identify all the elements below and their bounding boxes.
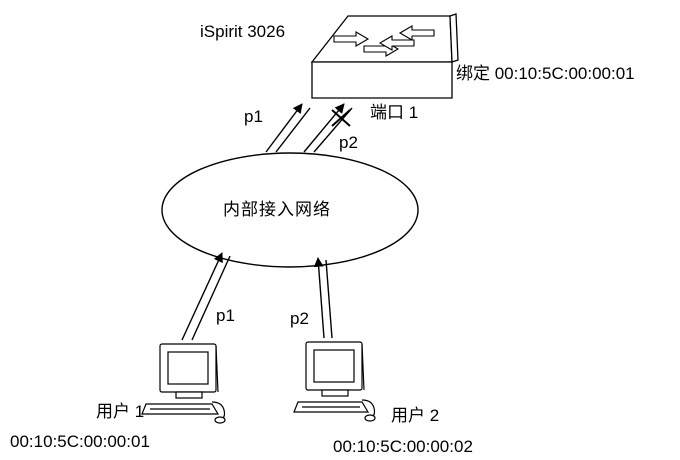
- switch-model-label: iSpirit 3026: [200, 22, 286, 41]
- user1-name: 用户 1: [96, 402, 145, 421]
- lower-links: [181, 252, 333, 341]
- lower-p1-label: p1: [216, 306, 235, 325]
- user2-mac: 00:10:5C:00:00:02: [333, 437, 473, 456]
- network-cloud: [161, 152, 419, 268]
- computer-icon-user1: [141, 343, 226, 424]
- upper-links: [265, 103, 353, 153]
- lower-p2-label: p2: [290, 309, 309, 328]
- switch-icon: [310, 13, 459, 99]
- switch-binding-label: 绑定 00:10:5C:00:00:01: [456, 64, 635, 83]
- computer-icon-user2: [293, 341, 376, 422]
- port-label: 端口 1: [370, 103, 419, 122]
- user1-mac: 00:10:5C:00:00:01: [10, 432, 150, 451]
- upper-p1-label: p1: [244, 107, 263, 126]
- user2-name: 用户 2: [391, 406, 440, 425]
- network-label: 内部接入网络: [223, 200, 331, 219]
- blocked-port-mark: [331, 109, 351, 127]
- upper-p2-label: p2: [339, 133, 358, 152]
